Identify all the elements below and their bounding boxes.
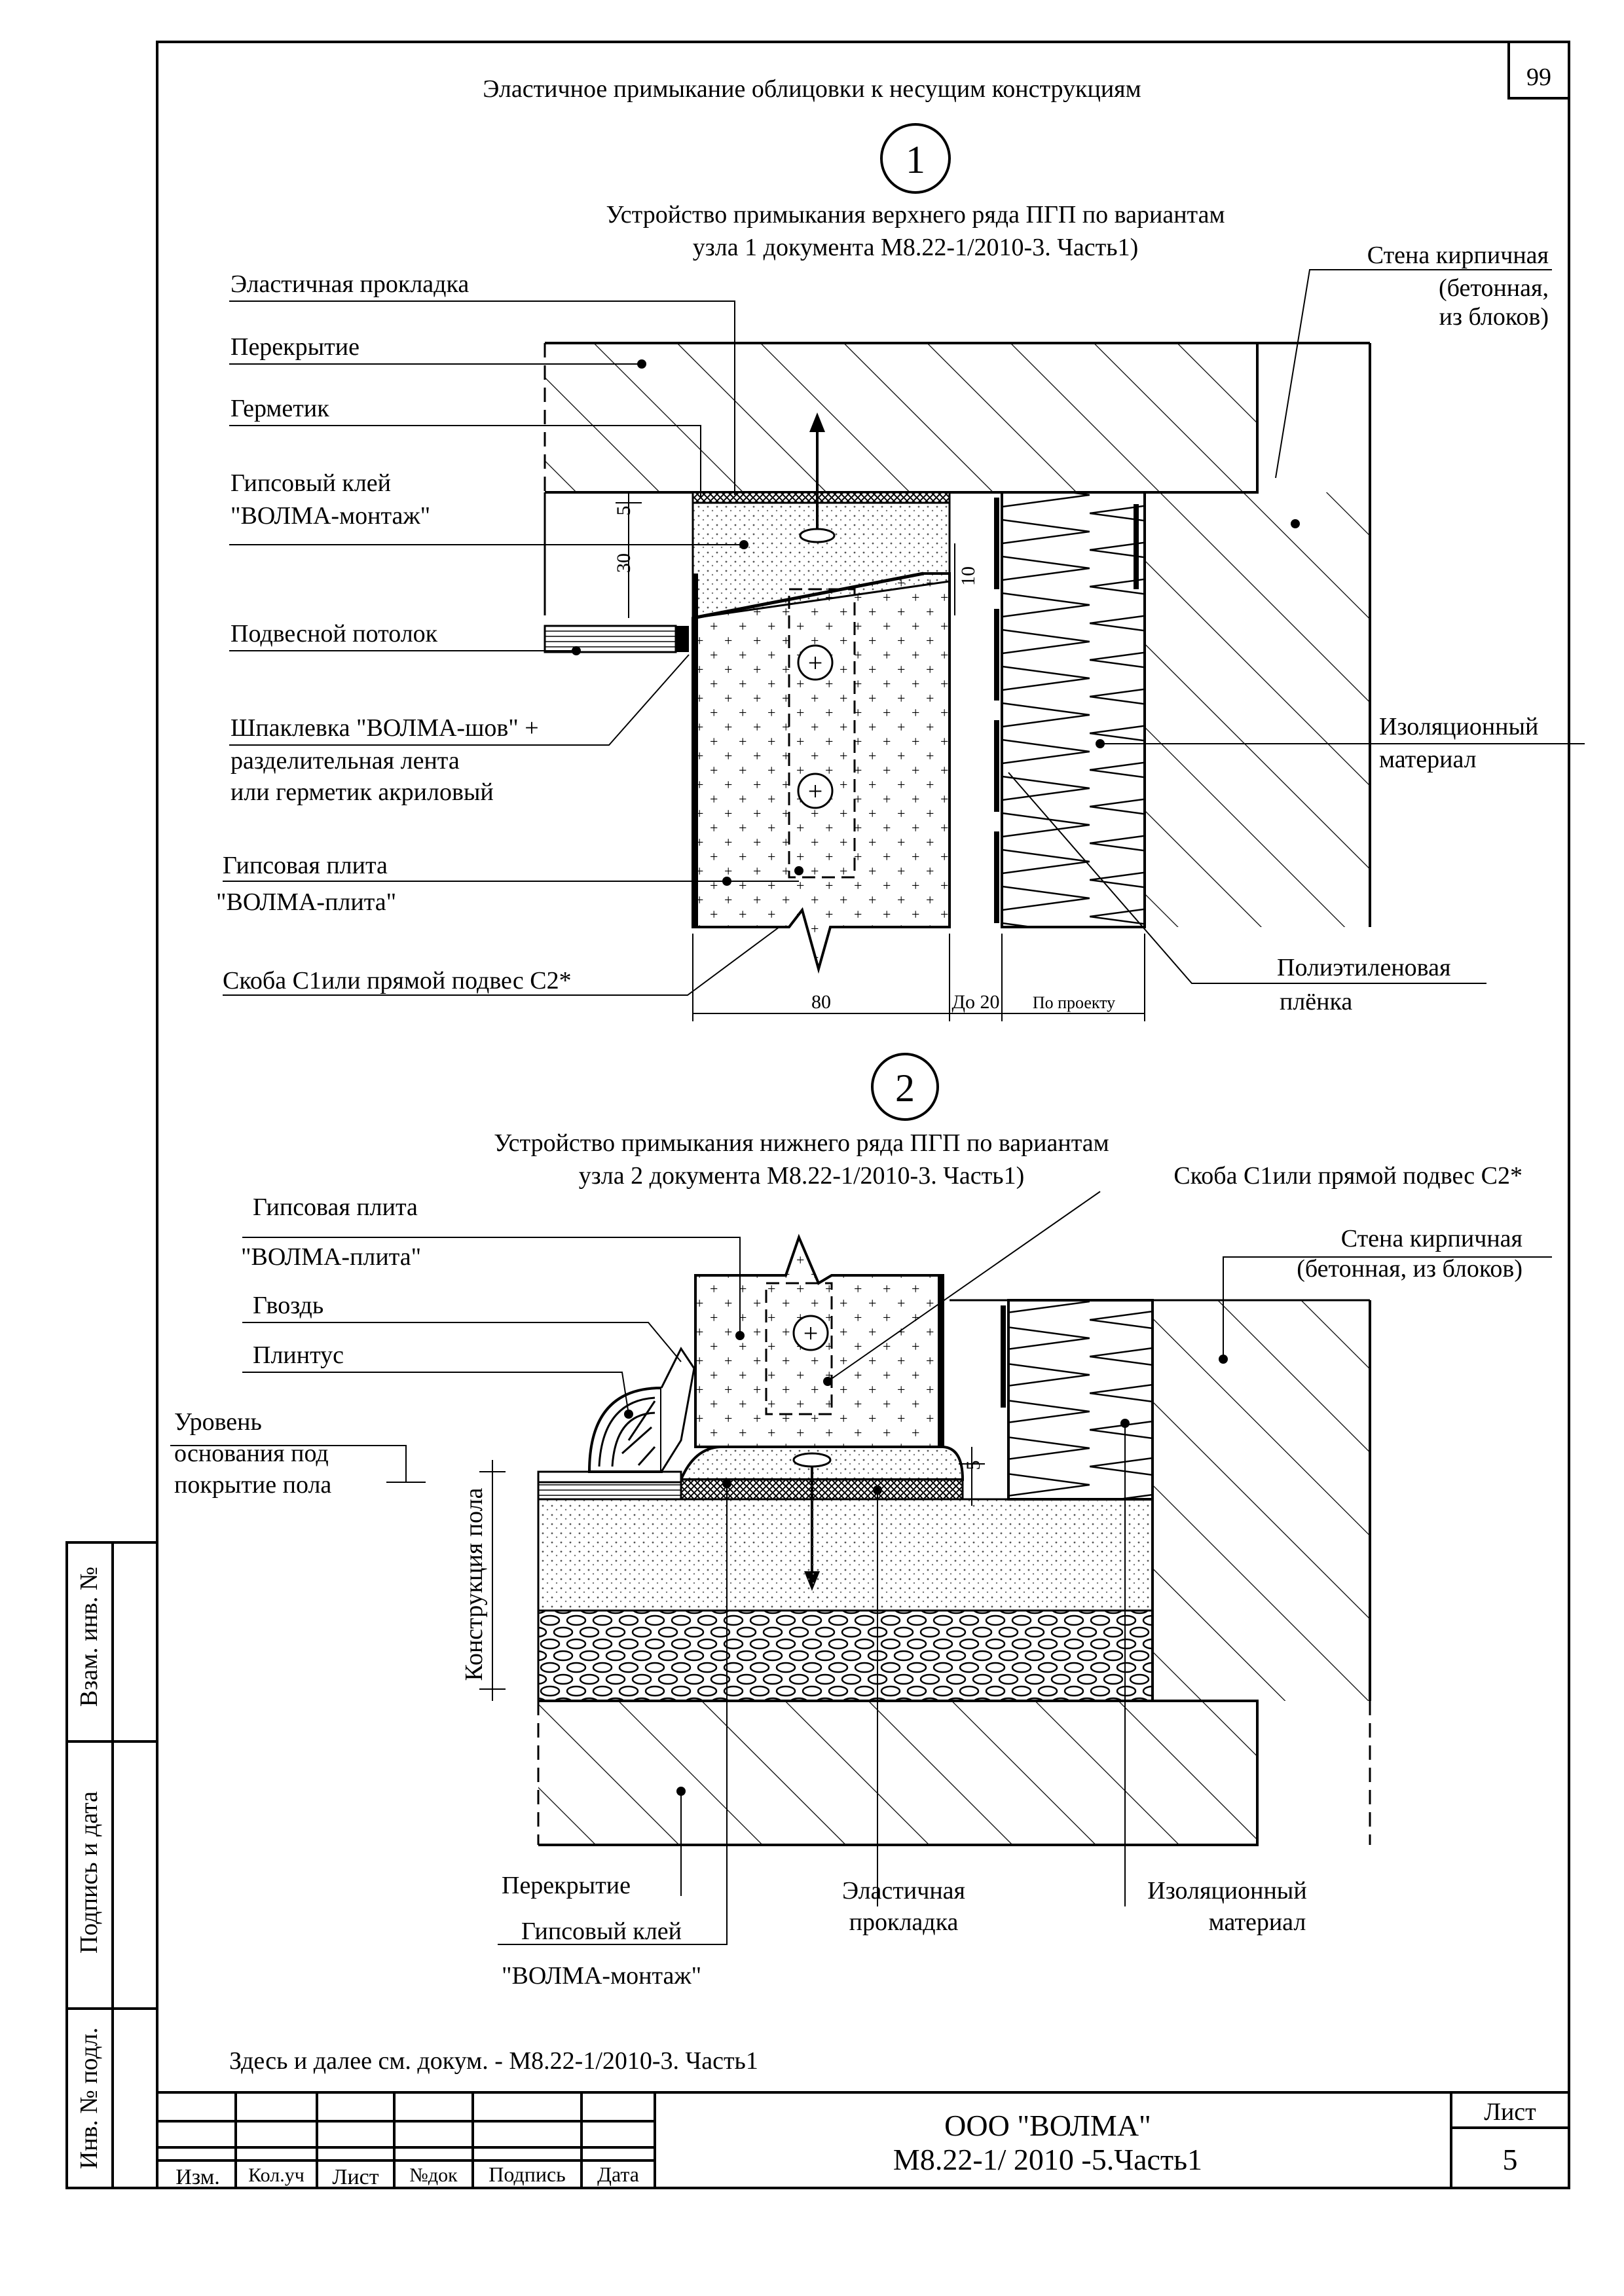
tb-col-kol: Кол.уч <box>248 2164 304 2186</box>
node2-label-elastic-pad-1: Эластичная <box>842 1877 965 1904</box>
footnote: Здесь и далее см. докум. - М8.22-1/2010-… <box>229 2047 758 2075</box>
page-title: Эластичное примыкание облицовки к несущи… <box>483 75 1141 103</box>
tb-sheet-number: 5 <box>1503 2143 1518 2176</box>
node1-label-putty-1: Шпаклевка "ВОЛМА-шов" + <box>231 714 539 742</box>
node2-insulation <box>1007 1299 1154 1501</box>
node2-floor-construction: Конструкция пола <box>460 1487 488 1681</box>
node2-label-level-1: Уровень <box>174 1408 262 1436</box>
node2-label-slab: Перекрытие <box>502 1872 631 1899</box>
page-number: 99 <box>1526 64 1551 91</box>
node1-label-glue-2: "ВОЛМА-монтаж" <box>231 502 430 530</box>
node1-number: 1 <box>906 138 925 181</box>
node1-number-circle <box>880 123 951 194</box>
node1-label-insulation-2: материал <box>1379 746 1477 773</box>
node1-label-wall-1: Стена кирпичная <box>1367 242 1549 269</box>
node2-slab <box>538 1700 1259 1846</box>
node1-dim-to20: До 20 <box>952 991 1000 1013</box>
node1-suspended-ceiling <box>544 625 677 653</box>
node1-insulation <box>1001 491 1146 928</box>
node1-gypsum-plate <box>692 572 951 974</box>
node2-screed <box>537 1498 1154 1612</box>
node2: 2 Устройство примыкания нижнего ряда ПГП… <box>170 1053 1552 1990</box>
node1: 1 Устройство примыкания верхнего ряда ПГ… <box>216 123 1585 1021</box>
side-stamp-inv-orig: Инв. № подл. <box>75 2028 103 2170</box>
tb-doc-code: М8.22-1/ 2010 -5.Часть1 <box>893 2143 1202 2176</box>
node1-label-plate-2: "ВОЛМА-плита" <box>216 888 396 916</box>
tb-col-izm: Изм. <box>175 2165 220 2189</box>
node2-label-wall-1: Стена кирпичная <box>1341 1225 1522 1252</box>
side-stamp-sign-date: Подпись и дата <box>75 1791 103 1954</box>
node2-label-insulation-2: материал <box>1209 1908 1306 1936</box>
node1-label-bracket: Скоба С1или прямой подвес С2* <box>223 967 572 994</box>
svg-text:+: + <box>808 776 823 806</box>
node1-dim-5: 5 <box>613 506 635 516</box>
node2-label-wall-2: (бетонная, из блоков) <box>1297 1255 1522 1283</box>
node2-floor-insulation <box>537 1609 1154 1702</box>
svg-text:+: + <box>808 648 823 678</box>
node1-label-insulation-1: Изоляционный <box>1379 713 1538 740</box>
tb-col-sign: Подпись <box>489 2162 566 2186</box>
node2-label-nail: Гвоздь <box>253 1292 323 1319</box>
node2-label-plinth: Плинтус <box>253 1341 344 1369</box>
node2-plinth <box>587 1386 663 1473</box>
node2-number-circle <box>871 1053 939 1121</box>
node2-label-insulation-1: Изоляционный <box>1147 1877 1306 1904</box>
node2-label-plate-2: "ВОЛМА-плита" <box>241 1243 421 1271</box>
svg-text:+: + <box>803 1319 819 1348</box>
tb-col-list: Лист <box>332 2165 378 2189</box>
node2-label-glue-2: "ВОЛМА-монтаж" <box>502 1962 701 1990</box>
node2-dim-5: 5 <box>963 1461 984 1470</box>
node1-label-wall-2: (бетонная, <box>1439 274 1549 302</box>
node1-label-sealant: Герметик <box>231 395 329 422</box>
page-number-box: 99 <box>1507 41 1570 100</box>
tb-company: ООО "ВОЛМА" <box>944 2109 1151 2142</box>
node2-label-glue-1: Гипсовый клей <box>521 1918 682 1945</box>
title-block <box>157 2091 1569 2188</box>
node1-slab <box>545 342 1259 494</box>
node2-label-elastic-pad-2: прокладка <box>849 1908 959 1936</box>
node1-label-putty-3: или герметик акриловый <box>231 778 494 806</box>
node1-label-film-1: Полиэтиленовая <box>1277 954 1450 981</box>
node1-label-glue-1: Гипсовый клей <box>231 469 391 497</box>
node1-dim-30: 30 <box>613 553 635 573</box>
node1-label-elastic-pad: Эластичная прокладка <box>231 270 469 298</box>
node1-dim-by-project: По проекту <box>1033 993 1115 1012</box>
node1-caption-line2: узла 1 документа М8.22-1/2010-3. Часть1) <box>693 234 1138 261</box>
node2-caption-line2: узла 2 документа М8.22-1/2010-3. Часть1) <box>579 1162 1024 1190</box>
node1-dim-10: 10 <box>957 566 979 586</box>
node2-number: 2 <box>895 1066 915 1110</box>
node1-label-ceiling: Подвесной потолок <box>231 620 438 647</box>
node1-label-plate-1: Гипсовая плита <box>223 852 388 879</box>
tb-col-date: Дата <box>597 2162 639 2186</box>
node1-caption-line1: Устройство примыкания верхнего ряда ПГП … <box>606 201 1225 228</box>
tb-col-ndoc: №док <box>409 2164 458 2186</box>
node1-label-wall-3: из блоков) <box>1439 303 1549 331</box>
node2-caption-line1: Устройство примыкания нижнего ряда ПГП п… <box>494 1129 1109 1157</box>
node2-label-plate-1: Гипсовая плита <box>253 1194 418 1221</box>
side-stamp-replace-inv: Взам. инв. № <box>75 1567 103 1707</box>
node1-dim-80: 80 <box>811 991 831 1013</box>
node1-label-putty-2: разделительная лента <box>231 747 460 774</box>
node2-label-level-3: покрытие пола <box>174 1471 331 1499</box>
node1-label-film-2: плёнка <box>1280 988 1352 1015</box>
node2-label-bracket: Скоба С1или прямой подвес С2* <box>1173 1162 1522 1190</box>
node2-label-level-2: основания под <box>174 1440 329 1467</box>
node2-wall <box>1153 1300 1370 1701</box>
node1-label-slab: Перекрытие <box>231 333 360 361</box>
tb-sheet-label: Лист <box>1484 2098 1536 2126</box>
sheet-frame <box>156 41 1570 2189</box>
side-stamp <box>65 1541 158 2189</box>
